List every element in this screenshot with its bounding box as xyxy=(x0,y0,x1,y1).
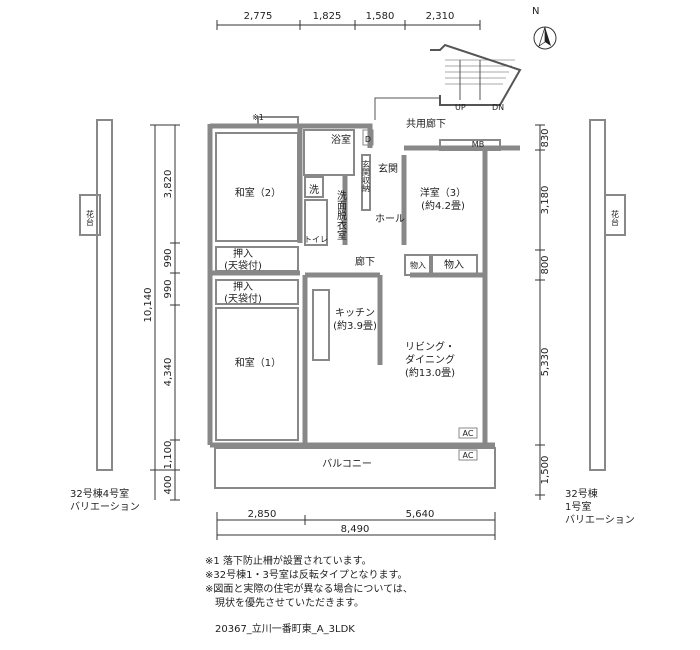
dim-top-1: 2,775 xyxy=(244,11,273,22)
dim-top-4: 2,310 xyxy=(426,11,455,22)
entrance-storage-label: 玄関収納 xyxy=(362,159,371,193)
dim-left-4: 4,340 xyxy=(163,358,174,387)
note-mark-1: ※1 xyxy=(252,113,264,122)
variation-left-line-1: 32号棟4号室 xyxy=(70,489,130,500)
dim-left-total: 10,140 xyxy=(143,288,154,323)
note-4: 現状を優先させていただきます。 xyxy=(205,598,364,609)
note-2: ※32号棟1・3号室は反転タイプとなります。 xyxy=(205,570,408,581)
balcony-label: バルコニー xyxy=(322,458,372,470)
dim-right-5: 1,500 xyxy=(540,456,551,485)
oshiire-1: 押入 xyxy=(233,247,253,260)
dim-top-3: 1,580 xyxy=(366,11,395,22)
variation-right-line-1: 32号棟 xyxy=(565,489,598,500)
ac-label-outdoor: AC xyxy=(463,451,474,460)
interior-lines xyxy=(79,116,626,489)
dim-left-6: 400 xyxy=(163,475,174,494)
variation-left-line-2: バリエーション xyxy=(70,502,140,513)
room-living-size: (約13.0畳) xyxy=(405,366,455,379)
dim-bottom-2: 5,640 xyxy=(406,509,435,520)
plan-id: 20367_立川一番町東_A_3LDK xyxy=(215,624,355,635)
room-corridor: 廊下 xyxy=(355,255,375,268)
dim-left-2: 990 xyxy=(163,248,174,267)
room-labels: ※1 和室（2） 浴室 D 洗 洗面脱衣室 トイレ 玄関収納 玄関 ホール 廊下… xyxy=(86,113,620,470)
variation-right-line-3: バリエーション xyxy=(565,515,635,526)
variation-right: 32号棟 1号室バリエーション xyxy=(565,488,635,527)
svg-text:N: N xyxy=(532,6,539,17)
room-bath: 浴室 xyxy=(331,133,351,146)
toilet-label: トイレ xyxy=(304,235,328,244)
dim-bottom-total: 8,490 xyxy=(341,524,370,535)
room-washitsu-1: 和室（1） xyxy=(235,356,281,369)
notes: ※1 落下防止柵が設置されています。 ※32号棟1・3号室は反転タイプとなります。… xyxy=(205,555,413,611)
dim-right-1: 830 xyxy=(540,128,551,147)
oshiire-1-sub: (天袋付) xyxy=(224,259,262,272)
room-hall: ホール xyxy=(375,213,405,225)
room-living-2: ダイニング xyxy=(405,353,455,366)
storage: 物入 xyxy=(444,258,464,271)
room-entrance: 玄関 xyxy=(378,162,398,175)
room-kitchen: キッチン xyxy=(335,307,375,319)
room-washroom: 洗面脱衣室 xyxy=(335,190,347,240)
kadai-left: 花台 xyxy=(86,209,95,227)
d-label: D xyxy=(365,135,371,144)
dim-top-2: 1,825 xyxy=(313,11,342,22)
variation-right-line-2: 1号室 xyxy=(565,502,592,513)
walls xyxy=(207,123,520,448)
note-3: ※図面と実際の住宅が異なる場合については、 xyxy=(205,584,413,595)
dimension-labels: 2,775 1,825 1,580 2,310 10,140 3,820 990… xyxy=(143,11,551,535)
room-youshitsu-3: 洋室（3） xyxy=(420,186,466,199)
mb-label: MB xyxy=(472,140,484,149)
kadai-right: 花台 xyxy=(611,209,620,227)
dim-right-2: 3,180 xyxy=(540,186,551,215)
room-living-1: リビング・ xyxy=(405,340,455,353)
dim-right-4: 5,330 xyxy=(540,348,551,377)
stairs xyxy=(374,43,522,120)
storage-small: 物入 xyxy=(410,260,426,270)
variation-left: 32号棟4号室バリエーション xyxy=(70,488,140,514)
room-youshitsu-3-size: (約4.2畳) xyxy=(421,199,465,212)
washing-machine-label: 洗 xyxy=(309,184,319,196)
stairs-up-label: UP xyxy=(455,103,466,112)
dimension-lines xyxy=(150,20,545,540)
room-kitchen-size: (約3.9畳) xyxy=(333,319,377,332)
note-1: ※1 落下防止柵が設置されています。 xyxy=(205,556,372,567)
dim-bottom-1: 2,850 xyxy=(248,509,277,520)
dim-right-3: 800 xyxy=(540,255,551,274)
oshiire-2: 押入 xyxy=(233,280,253,293)
common-corridor: 共用廊下 xyxy=(406,117,446,130)
stairs-down-label: DN xyxy=(492,103,504,112)
dim-left-1: 3,820 xyxy=(163,170,174,199)
dim-left-5: 1,100 xyxy=(163,441,174,470)
ac-label-indoor: AC xyxy=(463,429,474,438)
room-washitsu-2: 和室（2） xyxy=(235,186,281,199)
compass-icon: N xyxy=(532,6,557,50)
oshiire-2-sub: (天袋付) xyxy=(224,292,262,305)
dim-left-3: 990 xyxy=(163,279,174,298)
